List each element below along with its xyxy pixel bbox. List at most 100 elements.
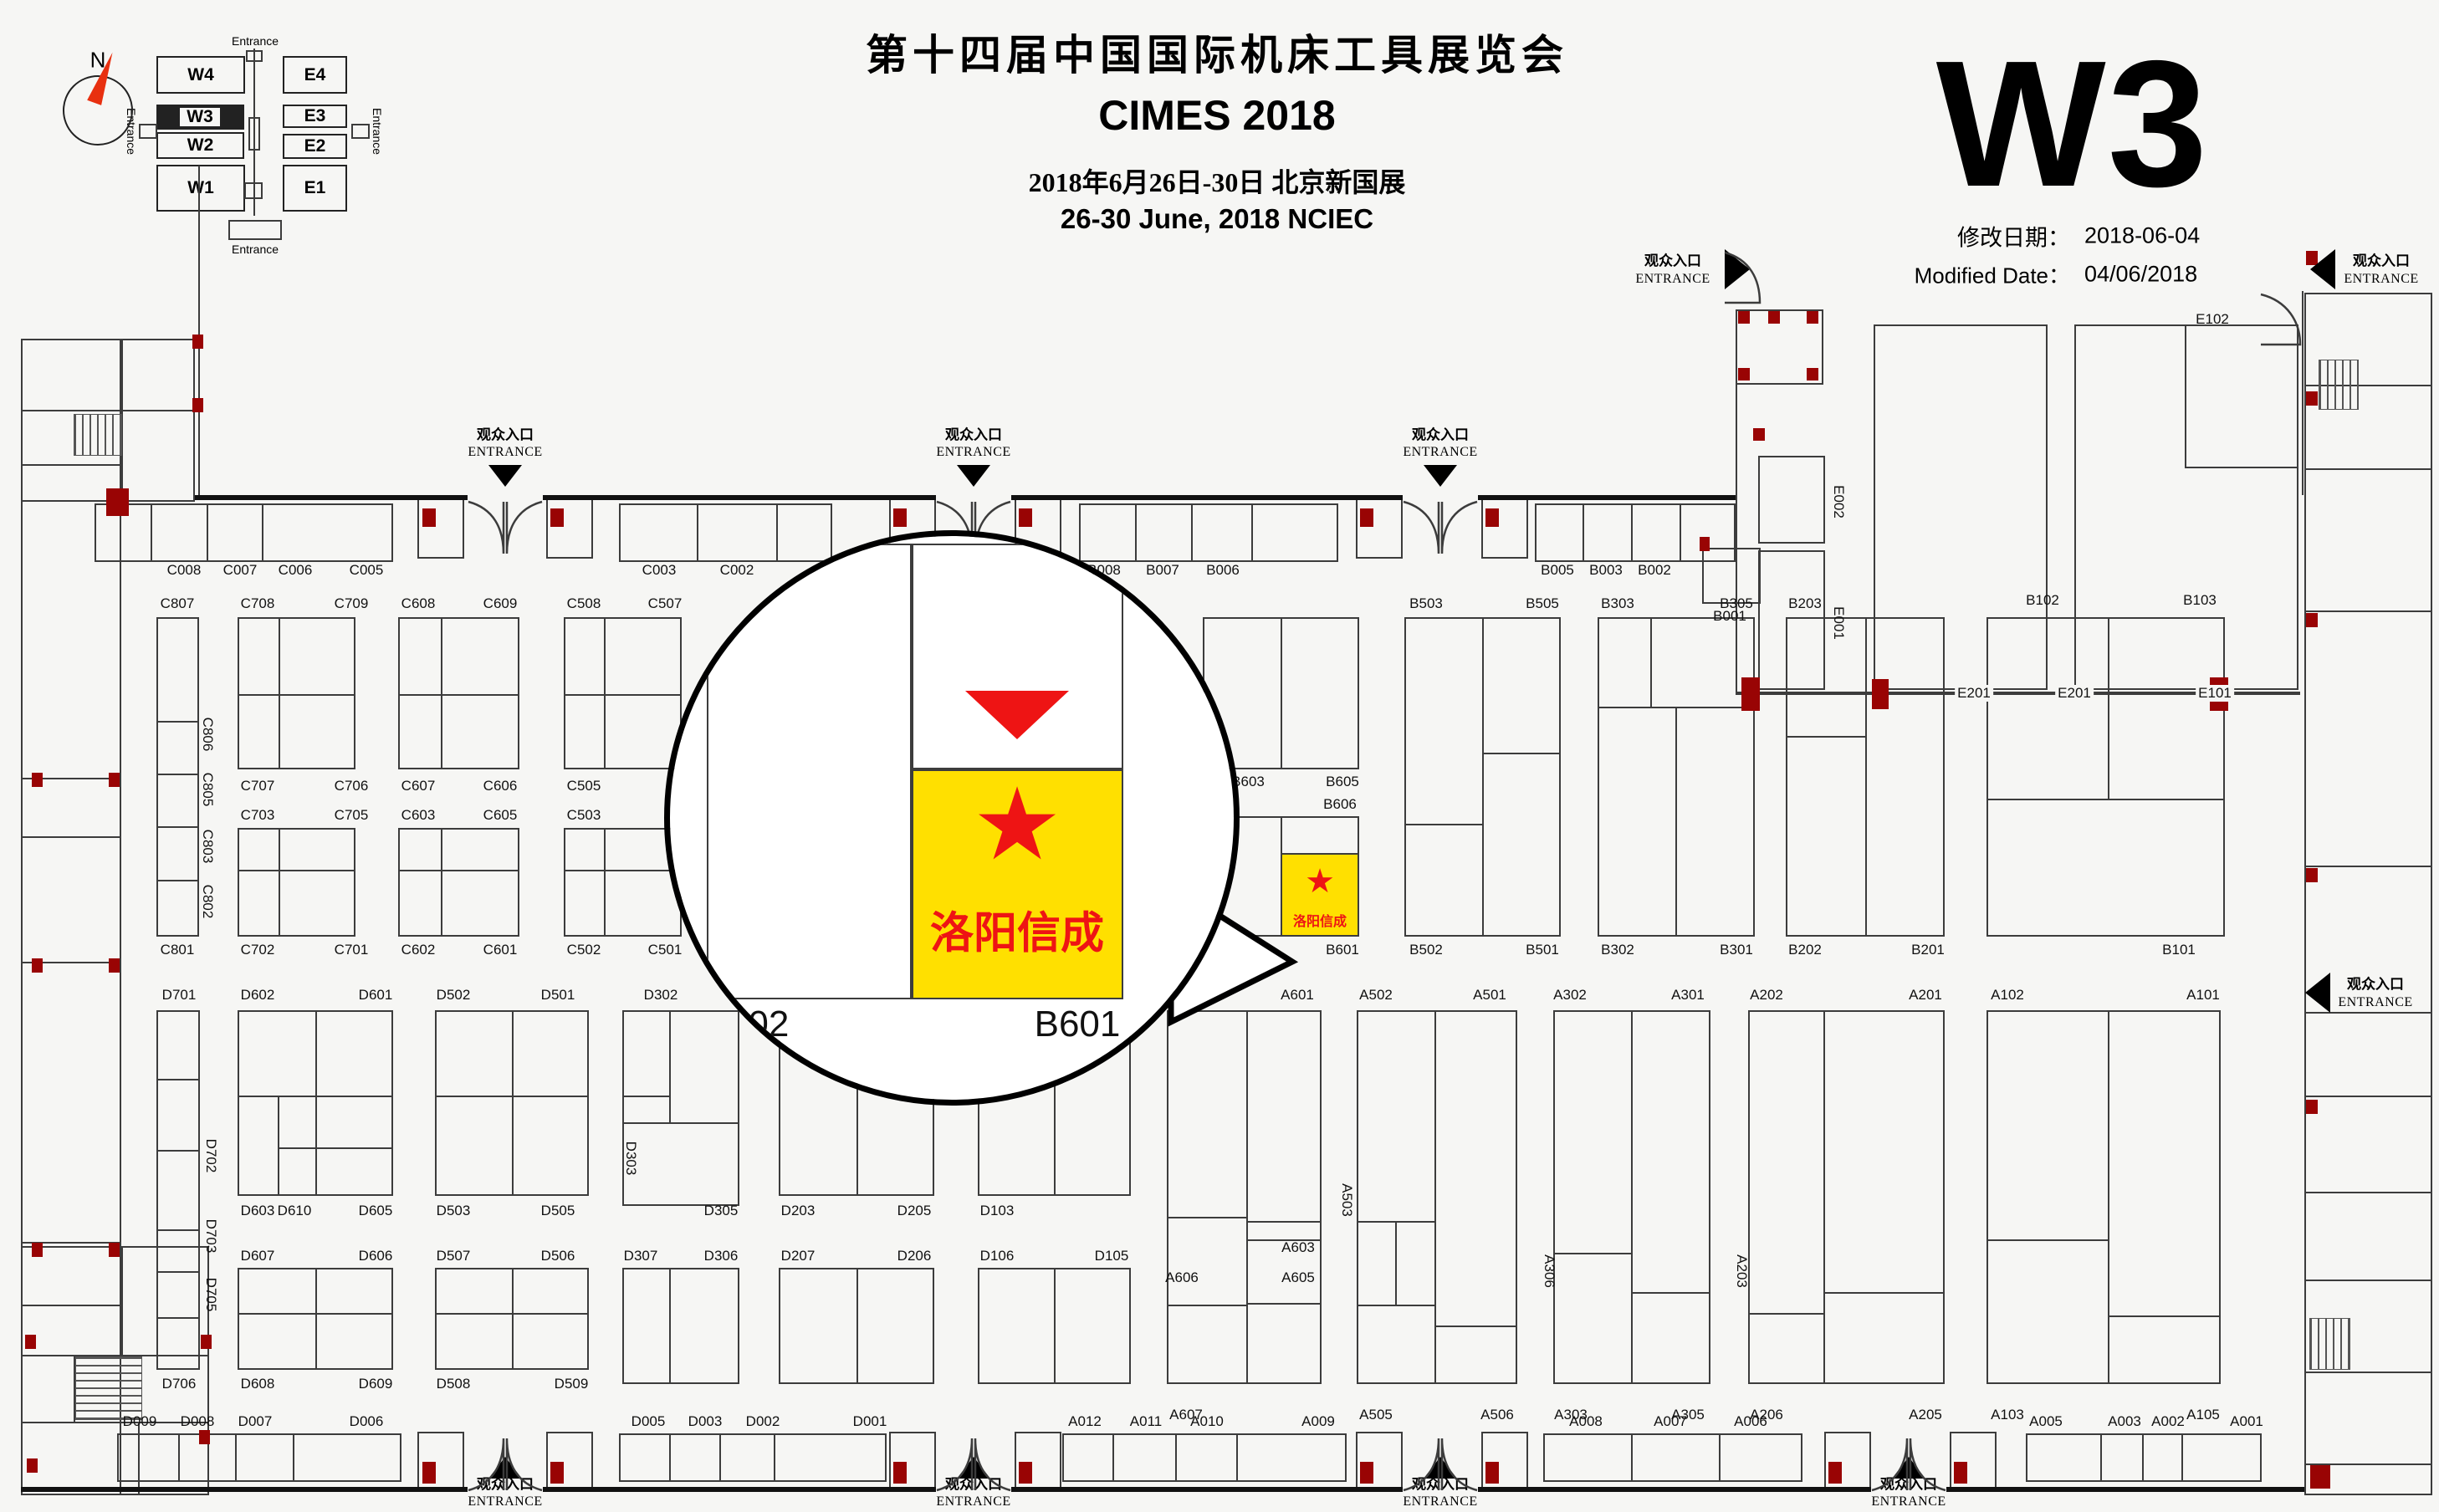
booth-label-D502: D502 [436,987,471,1003]
partition-line [1434,1326,1517,1327]
fire-point-marker [2310,1465,2330,1489]
booth-block [95,503,393,562]
partition-line [1167,1305,1246,1306]
entrance-arrow-icon [488,1457,522,1479]
booth-label-D606: D606 [358,1248,393,1264]
booth-label-D608: D608 [240,1376,275,1392]
booth-label-D008: D008 [180,1413,215,1429]
minimap-structure [228,220,282,240]
partition-line [1246,1221,1322,1223]
booth-label-C702: C702 [240,942,275,958]
fire-point-marker [32,773,43,787]
booth-label-D601: D601 [358,987,393,1003]
fire-point-marker [32,958,43,973]
partition-line [1167,1217,1246,1218]
hall-wall [1011,495,1403,500]
partition-line [156,721,199,723]
booth-label-D705: D705 [203,1277,219,1312]
partition-line [156,1271,200,1273]
booth-label-B302: B302 [1601,942,1634,958]
booth-block [1736,309,1823,385]
booth-block [619,1433,887,1482]
booth-label-C606: C606 [483,778,518,794]
entrance-label-en: ENTRANCE [1635,272,1710,286]
partition-line [279,617,280,769]
partition-line [262,503,263,562]
partition-line [2304,385,2432,386]
booth-label-D303: D303 [623,1141,639,1176]
partition-line [121,339,123,502]
booth-block [1874,324,2048,690]
fire-point-marker [1485,508,1499,527]
booth-label-C002: C002 [719,562,754,578]
booth-block [398,828,519,937]
booth-label-B502: B502 [1409,942,1443,958]
booth-label-A305: A305 [1671,1407,1705,1423]
fire-point-marker [1360,508,1373,527]
fire-point-marker [32,1243,43,1257]
booth-label-D706: D706 [161,1376,197,1392]
booth-label-D103: D103 [979,1203,1015,1218]
booth-label-D508: D508 [436,1376,471,1392]
booth-label-B101: B101 [2162,942,2196,958]
partition-line [2304,866,2432,867]
booth-label-C603: C603 [401,807,436,823]
booth-label-C708: C708 [240,595,275,611]
fire-point-marker [893,508,907,527]
modified-date-label-en: Modified Date： [1914,263,2070,289]
booth-label-D006: D006 [349,1413,384,1429]
entrance-arrow-icon [488,465,522,487]
minimap-hall-W1: W1 [156,165,245,212]
partition-line [2185,467,2298,468]
partition-line [2304,1096,2432,1097]
fire-point-marker [1485,1462,1499,1484]
fire-point-marker [109,773,120,787]
booth-label-A008: A008 [1569,1413,1603,1429]
booth-block [622,1268,739,1384]
compass-n-label: N [89,47,106,73]
hall-wall [1478,495,1736,500]
partition-line [1583,503,1584,562]
fire-point-marker [25,1335,36,1349]
hall-wall [21,1487,468,1492]
fire-point-marker [1738,311,1750,324]
partition-line [2142,1433,2144,1482]
minimap-hall-E2: E2 [283,134,347,159]
booth-label-B601: B601 [1326,942,1359,958]
minimap-corridor [253,49,255,216]
booth-label-D701: D701 [161,987,197,1003]
booth-label-D609: D609 [358,1376,393,1392]
partition-line [1631,1010,1633,1384]
fire-point-marker [422,508,436,527]
partition-line [512,1010,514,1196]
booth-label-A102: A102 [1991,987,2024,1003]
booth-label-A206: A206 [1750,1407,1783,1423]
partition-line [1736,385,1737,695]
booth-block [619,503,832,562]
stairs [75,1356,142,1420]
partition-line [622,1096,669,1097]
booth-label-D105: D105 [1094,1248,1129,1264]
booth-label-A506: A506 [1480,1407,1514,1423]
fire-point-marker [550,508,564,527]
partition-line [2108,1315,2221,1317]
booth-label-A105: A105 [2186,1407,2220,1423]
booth-label-D001: D001 [852,1413,887,1429]
booth-label-A505: A505 [1359,1407,1393,1423]
booth-label-D003: D003 [688,1413,723,1429]
booth-block [156,1010,200,1370]
booth-label-C006: C006 [278,562,313,578]
partition-line [697,503,698,562]
partition-line [238,1313,393,1315]
fire-point-marker [192,398,203,412]
booth-label-E002: E002 [1831,485,1847,518]
entrance-label-en: ENTRANCE [1403,445,1478,459]
partition-line [1246,1010,1248,1384]
entrance-arrow-icon [1424,1457,1457,1479]
booth-label-D307: D307 [623,1248,658,1264]
booth-label-D603: D603 [240,1203,275,1218]
booth-block [156,617,199,937]
booth-label-A005: A005 [2029,1413,2063,1429]
partition-line [2181,1433,2183,1482]
booth-label-B003: B003 [1589,562,1623,578]
